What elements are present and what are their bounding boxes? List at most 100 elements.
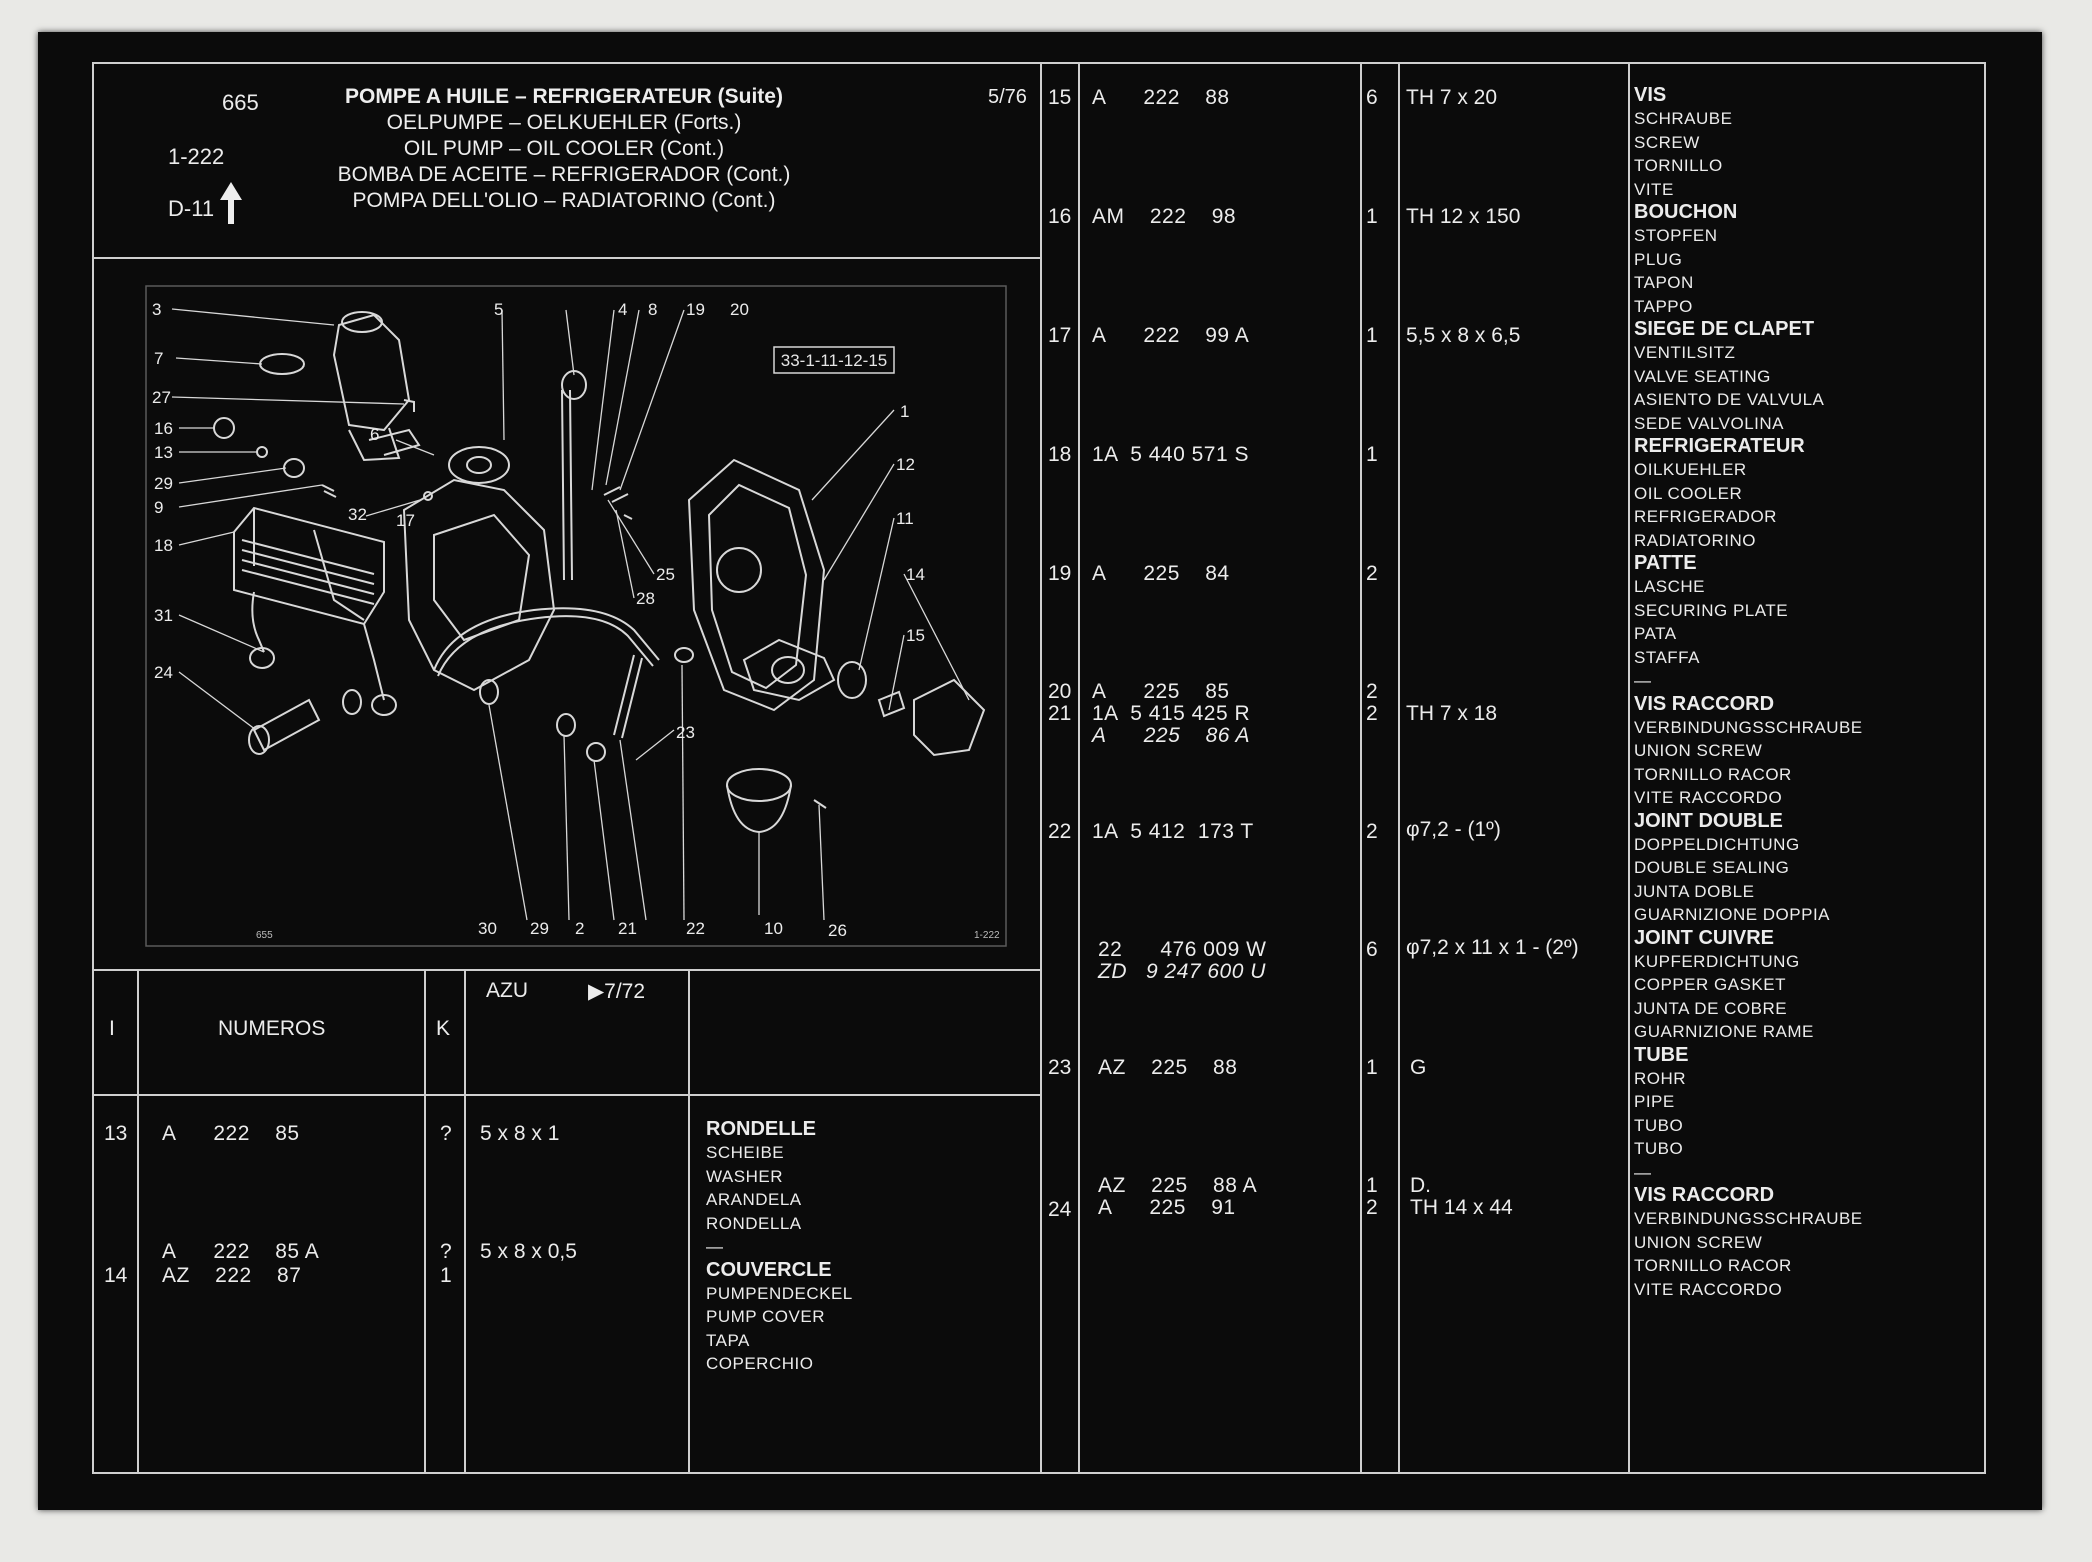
desc-line: ASIENTO DE VALVULA (1634, 390, 1825, 409)
desc-line: SEDE VALVOLINA (1634, 413, 1784, 433)
desc-line: RADIATORINO (1634, 530, 1756, 550)
callout-11: 11 (896, 509, 914, 528)
desc-line: TUBO (1634, 1115, 1684, 1135)
right-row-23-number: AZ 225 88 (1098, 1056, 1238, 1079)
right-row-19-k: 2 (1366, 562, 1378, 585)
desc-line: GUARNIZIONE RAME (1634, 1022, 1814, 1041)
right-row-17-index: 17 (1048, 324, 1072, 347)
callout-3: 3 (152, 300, 161, 319)
left-row-13b-k: ? (440, 1240, 452, 1263)
desc-line: PUMP COVER (706, 1307, 825, 1326)
desc-line: PIPE (1634, 1092, 1675, 1111)
left-row-14-k: 1 (440, 1264, 452, 1287)
desc-line: DOPPELDICHTUNG (1634, 834, 1800, 854)
right-row-24-dim: TH 14 x 44 (1410, 1196, 1513, 1219)
callout-8: 8 (648, 300, 657, 319)
parts-sheet: 665 1-222 D-11 5/76 POMPE A HUILE – REFR… (92, 62, 1986, 1474)
title-it: POMPA DELL'OLIO – RADIATORINO (Cont.) (352, 189, 776, 212)
right-row-22-k: 2 (1366, 820, 1378, 843)
oil-pipe-icon (433, 607, 660, 677)
callout-21: 21 (618, 919, 637, 938)
col-azu-header: AZU (486, 979, 528, 1002)
right-desc-vline (1628, 64, 1630, 1474)
diagram-ref-box: 33-1-11-12-15 (781, 351, 887, 370)
callout-5: 5 (494, 300, 503, 319)
desc-separator: — (1634, 671, 1651, 690)
desc-line: COPPER GASKET (1634, 975, 1786, 994)
desc-line: JUNTA DE COBRE (1634, 998, 1788, 1018)
title-de: OELPUMPE – OELKUEHLER (Forts.) (386, 111, 742, 134)
desc-line: TAPPO (1634, 296, 1693, 316)
union-screw-icon (252, 698, 321, 752)
header-divider (94, 257, 1040, 259)
callout-26: 26 (828, 921, 847, 940)
diagram-frame (145, 285, 1007, 947)
right-row-15-dim: TH 7 x 20 (1406, 86, 1498, 109)
desc-line: TORNILLO (1634, 156, 1723, 175)
desc-line: ROHR (1634, 1068, 1687, 1088)
desc-line: VERBINDUNGSSCHRAUBE (1634, 1209, 1863, 1228)
right-row-23-dim: G (1410, 1056, 1427, 1079)
right-row-21-number: 1A 5 415 425 R (1092, 702, 1251, 725)
col-k-header: K (436, 1017, 451, 1040)
right-row-18-k: 1 (1366, 443, 1378, 466)
callout-25: 25 (656, 565, 675, 584)
desc-line: GUARNIZIONE DOPPIA (1634, 905, 1831, 924)
right-row-15-number: A 222 88 (1092, 86, 1230, 109)
desc-refrigerateur: REFRIGERATEUR (1634, 435, 1805, 457)
left-row-14-number: AZ 222 87 (162, 1264, 302, 1287)
callout-1: 1 (900, 402, 909, 421)
desc-line: TORNILLO RACOR (1634, 764, 1792, 784)
exploded-parts-diagram: 33-1-11-12-15 655 1-222 1 2 3 4 5 6 7 8 … (145, 285, 1007, 947)
desc-separator: — (1634, 1162, 1651, 1182)
callout-16: 16 (154, 419, 173, 438)
oil-cooler-icon (233, 506, 397, 716)
callout-29b: 29 (530, 919, 549, 938)
right-row-24-k: 2 (1366, 1196, 1378, 1219)
desc-line: STOPFEN (1634, 226, 1718, 245)
desc-line: UNION SCREW (1634, 741, 1763, 760)
page-ref: D-11 (168, 196, 215, 221)
desc-tube: TUBE (1634, 1043, 1689, 1066)
right-k-vline (1360, 64, 1362, 1474)
right-row-15-index: 15 (1048, 86, 1072, 109)
right-row-17-number: A 222 99 A (1092, 324, 1250, 347)
right-description-block: VIS SCHRAUBE SCREW TORNILLO VITE BOUCHON… (1634, 84, 1863, 1301)
right-row-23b-dim: D. (1410, 1174, 1431, 1197)
left-k2-vline (464, 969, 466, 1474)
callout-4: 4 (618, 300, 627, 319)
callout-14: 14 (906, 565, 925, 584)
callout-29: 29 (154, 474, 173, 493)
right-row-17-dim: 5,5 x 8 x 6,5 (1406, 324, 1521, 347)
desc-line: LASCHE (1634, 577, 1706, 596)
desc-line: ARANDELA (706, 1190, 802, 1209)
right-row-19-number: A 225 84 (1092, 562, 1230, 585)
right-row-22b-k: 6 (1366, 938, 1378, 961)
desc-couvercle: COUVERCLE (706, 1258, 832, 1281)
desc-line: OILKUEHLER (1634, 460, 1747, 479)
desc-joint-cuivre: JOINT CUIVRE (1634, 926, 1775, 949)
callout-13: 13 (154, 443, 173, 462)
callout-24: 24 (154, 663, 173, 682)
callout-19: 19 (686, 300, 705, 319)
right-row-24-number: A 225 91 (1098, 1196, 1236, 1219)
right-row-16-number: AM 222 98 (1092, 205, 1237, 228)
left-num-vline (137, 969, 139, 1474)
right-row-16-k: 1 (1366, 205, 1378, 228)
page-number: 665 (222, 90, 259, 115)
col-numeros-header: NUMEROS (218, 1017, 326, 1040)
oil-filter-icon (332, 311, 421, 462)
left-row-13b-dim: 5 x 8 x 0,5 (480, 1240, 577, 1263)
title-fr: POMPE A HUILE – REFRIGERATEUR (Suite) (345, 85, 783, 108)
right-k2-vline (1398, 64, 1400, 1474)
right-row-23-index: 23 (1048, 1056, 1072, 1079)
desc-line: REFRIGERADOR (1634, 507, 1777, 526)
desc-line: PLUG (1634, 249, 1683, 269)
callout-6: 6 (370, 425, 379, 444)
desc-line: VITE (1634, 179, 1674, 199)
right-row-16-dim: TH 12 x 150 (1406, 205, 1521, 228)
desc-siege-de-clapet: SIEGE DE CLAPET (1634, 318, 1815, 340)
desc-bouchon: BOUCHON (1634, 201, 1738, 223)
desc-line: TAPON (1634, 273, 1694, 292)
callout-9: 9 (154, 498, 163, 517)
